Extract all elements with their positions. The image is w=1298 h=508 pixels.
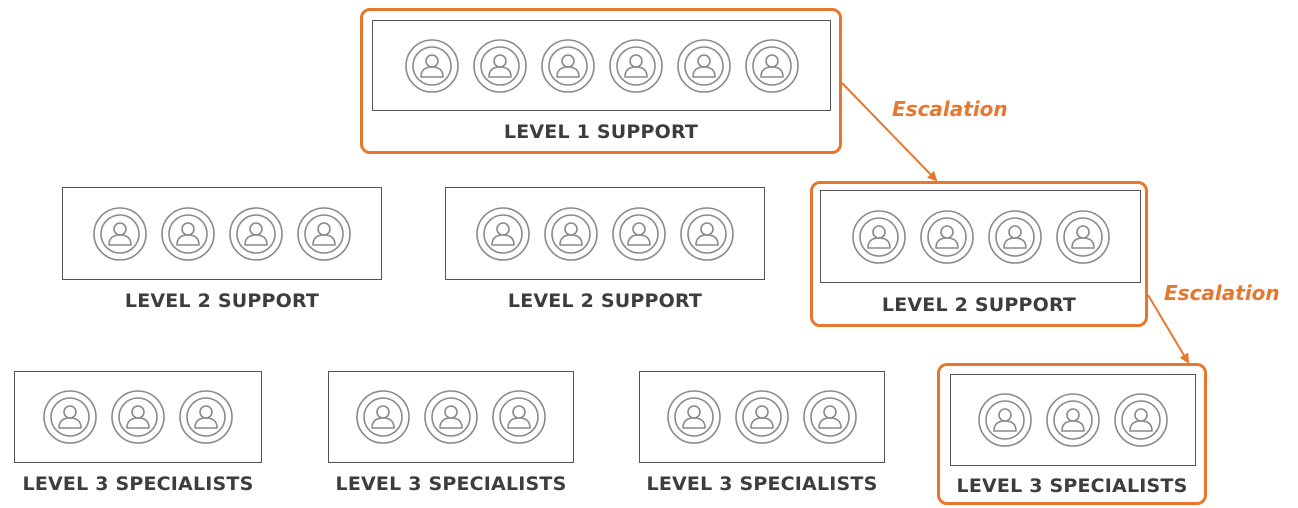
person-icon: [43, 390, 97, 444]
level1-member-icons: [398, 36, 806, 96]
level2-label-2: LEVEL 2 SUPPORT: [507, 290, 703, 312]
person-icon: [540, 38, 595, 93]
escalation-label-2: Escalation: [1164, 281, 1280, 305]
person-icon: [297, 206, 351, 261]
person-icon: [735, 390, 789, 444]
person-icon: [803, 390, 857, 444]
level3-group-1: LEVEL 3 SPECIALISTS: [14, 371, 262, 501]
level3-team-box-4: [950, 374, 1196, 466]
escalation-arrow-2: [1147, 294, 1190, 364]
level3-team-box-2: [328, 371, 574, 463]
person-icon: [472, 38, 527, 93]
person-icon: [680, 206, 734, 261]
level3-label-2: LEVEL 3 SPECIALISTS: [335, 473, 567, 495]
person-icon: [612, 206, 666, 261]
escalation-label-1: Escalation: [892, 97, 1008, 121]
person-icon: [744, 38, 799, 93]
level3-group-3: LEVEL 3 SPECIALISTS: [639, 371, 885, 501]
person-icon: [608, 38, 663, 93]
person-icon: [111, 390, 165, 444]
person-icon: [987, 209, 1042, 264]
level2-team-box-3: [820, 190, 1141, 283]
person-icon: [476, 206, 530, 261]
person-icon: [161, 206, 215, 261]
level1-group: LEVEL 1 SUPPORT: [360, 8, 842, 154]
level3-team-box-1: [14, 371, 262, 463]
level2-label-1: LEVEL 2 SUPPORT: [124, 290, 320, 312]
level2-group-1: LEVEL 2 SUPPORT: [62, 187, 382, 319]
level3-member-icons-3: [660, 387, 864, 447]
person-icon: [93, 206, 147, 261]
level1-team-box: [372, 20, 831, 111]
person-icon: [676, 38, 731, 93]
level3-group-2: LEVEL 3 SPECIALISTS: [328, 371, 574, 501]
level2-member-icons-2: [469, 204, 741, 264]
level2-group-3: LEVEL 2 SUPPORT: [810, 181, 1148, 327]
level2-team-box-1: [62, 187, 382, 280]
level3-label-1: LEVEL 3 SPECIALISTS: [22, 473, 254, 495]
person-icon: [667, 390, 721, 444]
level2-label-3: LEVEL 2 SUPPORT: [881, 294, 1077, 316]
person-icon: [356, 390, 410, 444]
level3-member-icons-2: [349, 387, 553, 447]
escalation-arrow-1: [841, 82, 938, 182]
level3-label-3: LEVEL 3 SPECIALISTS: [646, 473, 878, 495]
level3-member-icons-4: [971, 390, 1175, 450]
person-icon: [229, 206, 283, 261]
level2-group-2: LEVEL 2 SUPPORT: [445, 187, 765, 319]
person-icon: [851, 209, 906, 264]
level3-label-4: LEVEL 3 SPECIALISTS: [956, 475, 1188, 497]
person-icon: [179, 390, 233, 444]
level3-team-box-3: [639, 371, 885, 463]
level3-group-4: LEVEL 3 SPECIALISTS: [937, 363, 1207, 505]
level2-team-box-2: [445, 187, 765, 280]
person-icon: [1114, 393, 1168, 447]
level1-label: LEVEL 1 SUPPORT: [503, 121, 699, 143]
level3-member-icons-1: [36, 387, 240, 447]
person-icon: [1055, 209, 1110, 264]
level2-member-icons-1: [86, 204, 358, 264]
person-icon: [978, 393, 1032, 447]
person-icon: [492, 390, 546, 444]
person-icon: [404, 38, 459, 93]
person-icon: [424, 390, 478, 444]
person-icon: [1046, 393, 1100, 447]
person-icon: [544, 206, 598, 261]
person-icon: [919, 209, 974, 264]
level2-member-icons-3: [845, 207, 1117, 267]
